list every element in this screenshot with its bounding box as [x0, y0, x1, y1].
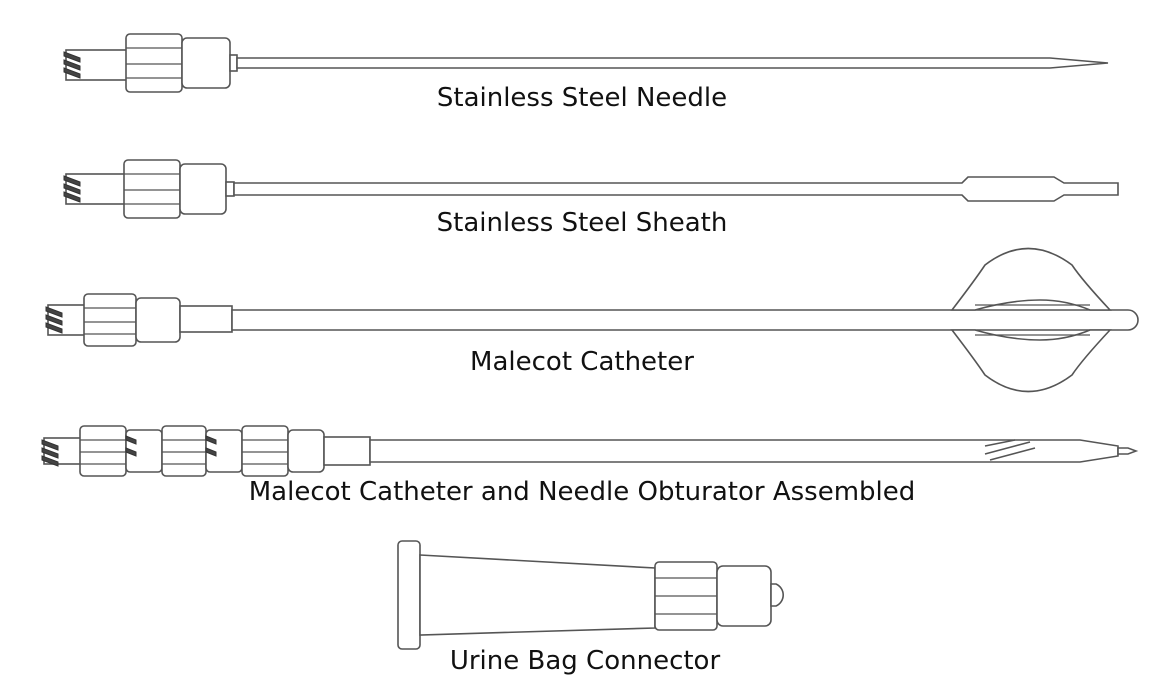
malecot-catheter-label: Malecot Catheter: [470, 347, 694, 377]
stainless-steel-sheath-label: Stainless Steel Sheath: [436, 208, 728, 238]
stainless-steel-sheath-drawing: [63, 159, 1119, 219]
urine-bag-connector-drawing: [397, 540, 784, 650]
urine-bag-connector-label: Urine Bag Connector: [449, 646, 721, 676]
assembled-catheter-drawing: [41, 425, 1139, 477]
stainless-steel-needle-label: Stainless Steel Needle: [436, 83, 728, 113]
assembled-catheter-label: Malecot Catheter and Needle Obturator As…: [248, 477, 916, 507]
stainless-steel-needle-drawing: [63, 33, 1109, 93]
malecot-catheter-drawing: [45, 247, 1139, 393]
